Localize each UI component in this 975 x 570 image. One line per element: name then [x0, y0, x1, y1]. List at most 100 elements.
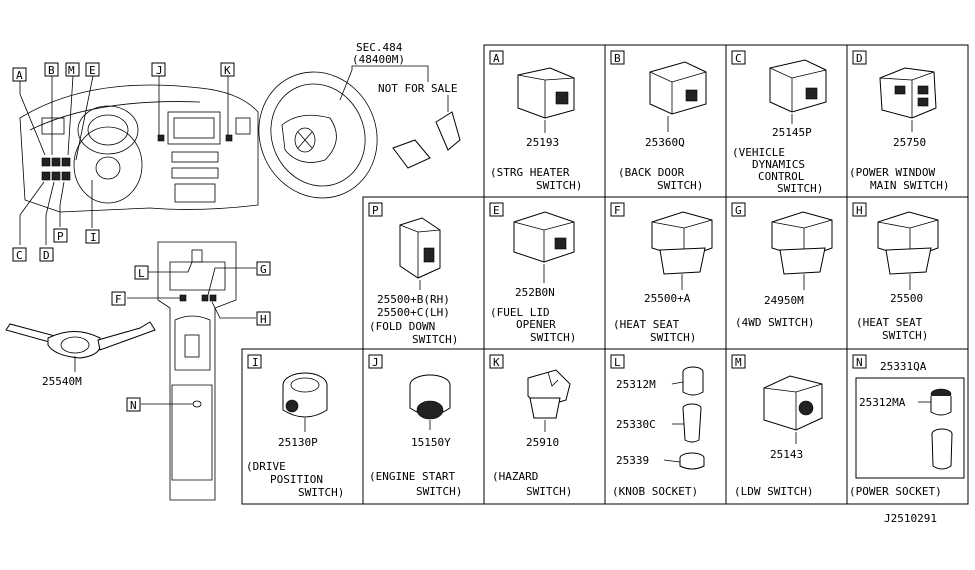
panel-P-title-1: (FOLD DOWN: [369, 320, 435, 333]
panel-H-title-2: SWITCH): [882, 329, 928, 342]
panel-H: H 25500 (HEAT SEAT SWITCH): [852, 202, 939, 342]
panel-J-part: 15150Y: [411, 436, 451, 449]
panel-N-part-2: 25312MA: [859, 396, 906, 409]
panel-K: K 25910 (HAZARD SWITCH): [489, 354, 572, 498]
callout-N: N: [130, 399, 137, 412]
callout-A: A: [16, 69, 23, 82]
panel-I-letter: I: [252, 356, 259, 369]
panel-K-letter: K: [493, 356, 500, 369]
panel-P-part-1: 25500+B(RH): [377, 293, 450, 306]
panel-H-title-1: (HEAT SEAT: [856, 316, 923, 329]
panel-grid: [241, 44, 969, 505]
panel-D-part: 25750: [893, 136, 926, 149]
panel-A-letter: A: [493, 52, 500, 65]
panel-G-title-1: (4WD SWITCH): [735, 316, 814, 329]
panel-P-part-2: 25500+C(LH): [377, 306, 450, 319]
panel-A-title-1: (STRG HEATER: [490, 166, 570, 179]
panel-L-title-1: (KNOB SOCKET): [612, 485, 698, 498]
panel-B: B 25360Q (BACK DOOR SWITCH): [610, 50, 707, 192]
panel-B-letter: B: [614, 52, 621, 65]
panel-L-part-3: 25339: [616, 454, 649, 467]
panel-F-letter: F: [614, 204, 621, 217]
panel-F-title-2: SWITCH): [650, 331, 696, 344]
panel-I: I 25130P (DRIVE POSITION SWITCH): [246, 354, 344, 499]
callout-G: G: [260, 263, 267, 276]
not-for-sale: NOT FOR SALE: [378, 82, 457, 95]
combination-switch: 25540M: [5, 321, 156, 388]
panel-D: D 25750 (POWER WINDOW MAIN SWITCH): [849, 50, 949, 192]
panel-F-title-1: (HEAT SEAT: [613, 318, 680, 331]
panel-L: L 25312M 25330C 25339 (KNOB SOCKET): [610, 354, 705, 498]
panel-C-letter: C: [735, 52, 742, 65]
panel-L-letter: L: [614, 356, 621, 369]
panel-P: P 25500+B(RH) 25500+C(LH) (FOLD DOWN SWI…: [368, 202, 458, 346]
sec-ref: SEC.484: [356, 41, 403, 54]
panel-J-letter: J: [372, 356, 379, 369]
panel-C-title-1: (VEHICLE: [732, 146, 785, 159]
panel-J: J 15150Y (ENGINE START SWITCH): [368, 354, 462, 498]
panel-E-part: 252B0N: [515, 286, 555, 299]
panel-L-part-2: 25330C: [616, 418, 656, 431]
panel-N-part-1: 25331QA: [880, 360, 927, 373]
panel-G: G 24950M (4WD SWITCH): [731, 202, 833, 329]
panel-B-title-1: (BACK DOOR: [618, 166, 685, 179]
steering-wheel-detail: SEC.484 (48400M) NOT FOR SALE: [258, 41, 461, 199]
panel-L-part-1: 25312M: [616, 378, 656, 391]
panel-E: E 252B0N (FUEL LID OPENER SWITCH): [489, 202, 576, 344]
callout-J: J: [156, 64, 163, 77]
panel-C-title-3: CONTROL: [758, 170, 805, 183]
panel-P-letter: P: [372, 204, 379, 217]
panel-A-part: 25193: [526, 136, 559, 149]
panel-M-title-1: (LDW SWITCH): [734, 485, 813, 498]
panel-I-title-2: POSITION: [270, 473, 323, 486]
panel-G-letter: G: [735, 204, 742, 217]
panel-F: F 25500+A (HEAT SEAT SWITCH): [610, 202, 713, 344]
callout-L: L: [138, 267, 145, 280]
panel-M-letter: M: [735, 356, 742, 369]
panel-J-title-2: SWITCH): [416, 485, 462, 498]
panel-E-title-2: OPENER: [516, 318, 556, 331]
stalk-part-number: 25540M: [42, 375, 82, 388]
callout-K: K: [224, 64, 231, 77]
callout-D: D: [43, 249, 50, 262]
sec-sub: (48400M): [352, 53, 405, 66]
callout-I: I: [90, 231, 97, 244]
panel-C-part: 25145P: [772, 126, 812, 139]
callout-E: E: [89, 64, 96, 77]
panel-K-title-2: SWITCH): [526, 485, 572, 498]
panel-E-letter: E: [493, 204, 500, 217]
panel-D-title-2: MAIN SWITCH): [870, 179, 949, 192]
panel-E-title-3: SWITCH): [530, 331, 576, 344]
panel-K-part: 25910: [526, 436, 559, 449]
panel-E-title-1: (FUEL LID: [490, 306, 550, 319]
panel-K-title-1: (HAZARD: [492, 470, 538, 483]
panel-N-title-1: (POWER SOCKET): [849, 485, 942, 498]
panel-C-title-4: SWITCH): [777, 182, 823, 195]
panel-A: A 25193 (STRG HEATER SWITCH): [489, 50, 582, 192]
panel-I-title-1: (DRIVE: [246, 460, 286, 473]
panel-H-letter: H: [856, 204, 863, 217]
callout-H: H: [260, 313, 267, 326]
panel-N-letter: N: [856, 356, 863, 369]
callout-M: M: [68, 64, 75, 77]
panel-C: C 25145P (VEHICLE DYNAMICS CONTROL SWITC…: [731, 50, 827, 195]
panel-B-title-2: SWITCH): [657, 179, 703, 192]
panel-N: N 25331QA 25312MA (POWER SOCKET): [849, 354, 965, 498]
dashboard-overview: [19, 75, 259, 245]
overview-callouts: A B M E J K C D P I: [12, 62, 235, 262]
panel-P-title-2: SWITCH): [412, 333, 458, 346]
panel-C-title-2: DYNAMICS: [752, 158, 805, 171]
panel-F-part: 25500+A: [644, 292, 691, 305]
panel-G-part: 24950M: [764, 294, 804, 307]
panel-D-letter: D: [856, 52, 863, 65]
panel-H-part: 25500: [890, 292, 923, 305]
panel-I-title-3: SWITCH): [298, 486, 344, 499]
panel-I-part: 25130P: [278, 436, 318, 449]
panel-D-title-1: (POWER WINDOW: [849, 166, 935, 179]
callout-B: B: [48, 64, 55, 77]
diagram-code: J2510291: [884, 512, 937, 525]
panel-M: M 25143 (LDW SWITCH): [731, 354, 823, 498]
panel-B-part: 25360Q: [645, 136, 685, 149]
center-console: L G F H N: [111, 241, 271, 501]
